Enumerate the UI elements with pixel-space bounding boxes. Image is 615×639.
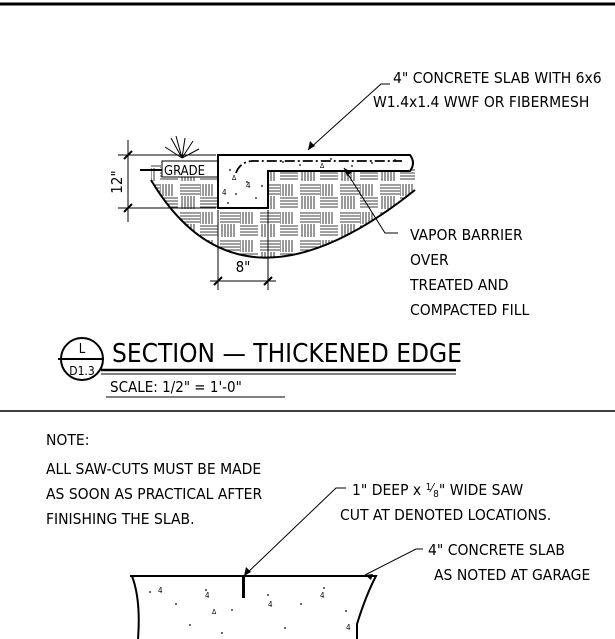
svg-text:∆: ∆ — [319, 162, 325, 170]
svg-text:∆: ∆ — [211, 608, 217, 616]
vapor-line1: VAPOR BARRIER — [410, 226, 523, 244]
width-dimension: 8" — [236, 258, 251, 276]
section-title: SECTION — THICKENED EDGE — [112, 339, 462, 369]
note-line3: FINISHING THE SLAB. — [46, 510, 195, 528]
section-title-block: L D1.3 SECTION — THICKENED EDGE SCALE: 1… — [58, 337, 462, 398]
svg-text:4: 4 — [205, 591, 210, 600]
garage-slab-leader — [364, 548, 423, 576]
svg-text:4: 4 — [346, 623, 351, 632]
saw-cut-section: 4 4 4 4 4 ∆ — [130, 487, 423, 639]
garage-slab-line1: 4" CONCRETE SLAB — [428, 541, 565, 559]
saw-cut-note-line2: CUT AT DENOTED LOCATIONS. — [340, 506, 551, 524]
vapor-line2: OVER — [410, 251, 449, 269]
slab-note-line1: 4" CONCRETE SLAB WITH 6x6 — [393, 69, 602, 87]
vapor-line4: COMPACTED FILL — [410, 301, 530, 319]
grade-label: GRADE — [164, 164, 205, 179]
earth-bowl-outline — [150, 179, 416, 259]
height-dimension: 12" — [108, 170, 126, 193]
saw-cut-leader — [243, 487, 346, 577]
vapor-leader — [343, 167, 398, 234]
saw-cut-mark — [242, 576, 245, 598]
vapor-line3: TREATED AND — [409, 276, 509, 294]
scale-label: SCALE: 1/2" = 1'-0" — [110, 378, 242, 396]
svg-text:4: 4 — [158, 586, 163, 595]
grass-symbol — [164, 135, 200, 159]
saw-cut-note-line1: 1" DEEP x 1⁄8" WIDE SAW — [352, 481, 523, 500]
garage-slab-line2: AS NOTED AT GARAGE — [434, 566, 590, 584]
slab-leader — [307, 83, 390, 151]
note-line1: ALL SAW-CUTS MUST BE MADE — [46, 460, 261, 478]
svg-text:∆: ∆ — [231, 174, 237, 182]
concrete-thickened-edge — [217, 154, 414, 209]
saw-cut-slab — [130, 575, 378, 639]
svg-text:4: 4 — [222, 188, 227, 197]
svg-text:4: 4 — [246, 181, 251, 190]
svg-text:4: 4 — [268, 600, 273, 609]
detail-tag-letter: L — [79, 342, 86, 357]
note-heading: NOTE: — [46, 431, 89, 449]
note-line2: AS SOON AS PRACTICAL AFTER — [46, 485, 262, 503]
svg-text:4: 4 — [320, 591, 325, 600]
reinforcing-mesh — [235, 160, 402, 174]
detail-tag-sheet: D1.3 — [69, 364, 94, 378]
slab-note-line2: W1.4x1.4 WWF OR FIBERMESH — [373, 93, 589, 111]
thickened-edge-section: 4 4 ∆ ∆ 12" 8" — [108, 83, 416, 290]
